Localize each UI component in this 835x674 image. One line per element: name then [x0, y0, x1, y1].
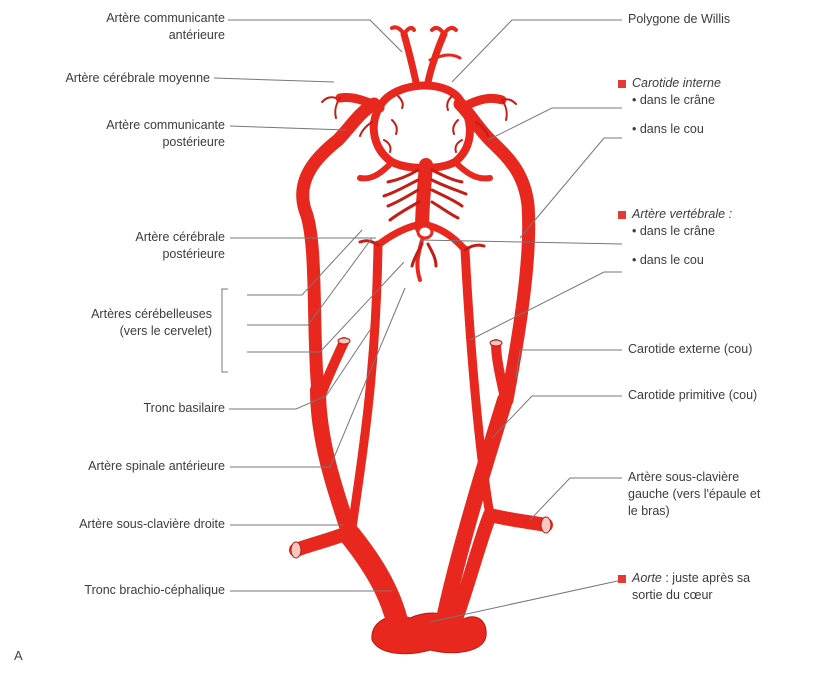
label-aorte-title: Aorte — [632, 571, 662, 585]
label-aorte-rest-1: : juste après sa — [662, 571, 750, 585]
right-common-carotid — [318, 390, 350, 535]
label-av-crane: • dans le crâne — [632, 223, 732, 240]
circle-of-willis — [374, 85, 470, 168]
label-communicante-anterieure-line1: Artère communicante — [106, 10, 225, 27]
label-aorte: Aorte : juste après sa sortie du cœur — [632, 570, 750, 604]
basilar-stem — [422, 165, 426, 228]
label-artere-vertebrale: Artère vertébrale : • dans le crâne • da… — [632, 206, 732, 269]
label-cerebrale-moyenne: Artère cérébrale moyenne — [65, 70, 210, 87]
label-cerebrale-posterieure-line1: Artère cérébrale — [135, 229, 225, 246]
anterior-cerebral-right — [404, 34, 416, 82]
leader-lines — [214, 20, 622, 622]
label-sous-claviere-droite: Artère sous-clavière droite — [79, 516, 225, 533]
label-sous-claviere-gauche-line2: gauche (vers l'épaule et — [628, 486, 760, 503]
figure-letter: A — [14, 648, 23, 663]
label-cerebrale-posterieure: Artère cérébrale postérieure — [135, 229, 225, 263]
label-cerebelleuses-line1: Artères cérébelleuses — [91, 306, 212, 323]
cerebelleuses-bracket — [222, 289, 228, 372]
label-tronc-basilaire: Tronc basilaire — [143, 400, 225, 417]
label-sous-claviere-gauche-line1: Artère sous-clavière — [628, 469, 760, 486]
marker-artere-vertebrale — [618, 211, 626, 219]
marker-carotide-interne — [618, 80, 626, 88]
right-posterior-cerebral — [360, 162, 392, 178]
brachiocephalic-trunk — [350, 535, 398, 625]
label-carotide-interne: Carotide interne • dans le crâne • dans … — [632, 75, 721, 138]
label-communicante-anterieure: Artère communicante antérieure — [106, 10, 225, 44]
label-communicante-posterieure-line2: postérieure — [106, 134, 225, 151]
right-external-carotid — [322, 342, 344, 392]
label-communicante-posterieure: Artère communicante postérieure — [106, 117, 225, 151]
label-polygone-willis: Polygone de Willis — [628, 11, 730, 28]
label-carotide-primitive: Carotide primitive (cou) — [628, 387, 757, 404]
label-tronc-brachio: Tronc brachio-céphalique — [84, 582, 225, 599]
label-ci-cou: • dans le cou — [632, 121, 721, 138]
left-posterior-cerebral — [455, 162, 490, 178]
arteries — [291, 27, 551, 653]
label-communicante-posterieure-line1: Artère communicante — [106, 117, 225, 134]
label-av-cou: • dans le cou — [632, 252, 732, 269]
marker-aorte — [618, 575, 626, 583]
label-ci-crane: • dans le crâne — [632, 92, 721, 109]
label-spinale-anterieure: Artère spinale antérieure — [88, 458, 225, 475]
label-cerebrale-posterieure-line2: postérieure — [135, 246, 225, 263]
label-cerebelleuses: Artères cérébelleuses (vers le cervelet) — [91, 306, 212, 340]
label-sous-claviere-gauche: Artère sous-clavière gauche (vers l'épau… — [628, 469, 760, 520]
label-cerebelleuses-line2: (vers le cervelet) — [91, 323, 212, 340]
label-carotide-interne-title: Carotide interne — [632, 75, 721, 92]
label-sous-claviere-gauche-line3: le bras) — [628, 503, 760, 520]
label-carotide-externe: Carotide externe (cou) — [628, 341, 752, 358]
left-middle-cerebral — [462, 98, 502, 108]
label-aorte-rest-2: sortie du cœur — [632, 587, 750, 604]
label-communicante-anterieure-line2: antérieure — [106, 27, 225, 44]
right-vertebral — [352, 245, 378, 528]
label-artere-vertebrale-title: Artère vertébrale : — [632, 206, 732, 223]
